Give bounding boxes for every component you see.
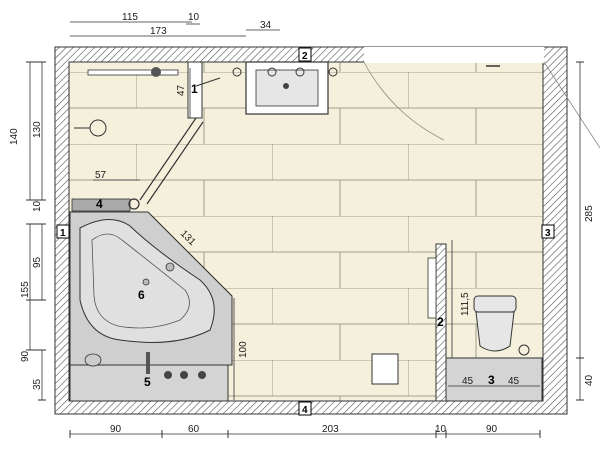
fixture-number-toilet: 3 <box>488 373 495 387</box>
dim-right-40: 40 <box>584 374 595 386</box>
shower-glass-diagonal-inner <box>146 121 204 205</box>
shower-head-arm <box>195 77 221 87</box>
tub-jet <box>142 278 150 286</box>
toilet-ledge <box>445 357 543 402</box>
sink-vanity <box>232 61 500 115</box>
right-partition-wall <box>435 243 447 402</box>
dim-toilet-45-left: 45 <box>462 376 474 387</box>
wall-tag-top: 2 <box>302 51 308 62</box>
bidet-spray <box>518 344 530 356</box>
dim-bottom-90-left: 90 <box>110 424 122 435</box>
fixture-number-bathtub: 6 <box>138 288 145 302</box>
tub-faucet <box>146 352 150 374</box>
dim-left-140: 140 <box>9 128 20 145</box>
dim-bottom-10: 10 <box>435 424 447 435</box>
fixture-number-right-partition: 2 <box>437 315 444 329</box>
sink-drain <box>283 83 289 89</box>
shower-glass-diagonal <box>139 117 197 201</box>
wall-fitting-1 <box>232 67 242 77</box>
dimension-labels: 115 173 10 34 140 130 10 95 155 90 35 28… <box>9 12 595 435</box>
shower-hinge <box>128 198 140 210</box>
shower-fixed-panel <box>187 61 203 119</box>
dim-left-95: 95 <box>32 256 43 268</box>
fixture-numbers: 1 2 3 4 5 6 <box>96 82 495 389</box>
shower-valve <box>151 67 161 77</box>
dimension-lines <box>26 21 584 438</box>
dim-left-35: 35 <box>32 378 43 390</box>
dim-top-115: 115 <box>122 12 138 23</box>
dim-top-173: 173 <box>150 26 167 37</box>
bathtub-inner-contour <box>91 233 190 329</box>
dim-toilet-45-right: 45 <box>508 376 520 387</box>
dim-inner-47: 47 <box>176 84 187 96</box>
tub-control-knob-3 <box>198 371 206 379</box>
dim-top-34: 34 <box>260 20 272 31</box>
floor-drain <box>371 353 399 385</box>
dim-bottom-90-right: 90 <box>486 424 498 435</box>
tub-control-knob-2 <box>180 371 188 379</box>
dim-left-155: 155 <box>20 281 31 298</box>
dim-left-130: 130 <box>32 121 43 138</box>
dim-top-10: 10 <box>188 12 200 23</box>
tub-control-knob-1 <box>164 371 172 379</box>
fixture-number-shower-glass: 1 <box>191 82 198 96</box>
dim-left-10: 10 <box>32 200 43 212</box>
toilet-tank <box>473 295 517 313</box>
wall-tag-left: 1 <box>60 228 66 239</box>
fixture-number-tub-controls: 5 <box>144 375 151 389</box>
door-leaf <box>543 61 600 149</box>
shower-tray <box>71 198 131 212</box>
dim-inner-57: 57 <box>95 170 107 181</box>
wall-fitting-4 <box>328 67 338 77</box>
shower-enclosure <box>74 61 221 210</box>
wall-shelf <box>87 69 179 76</box>
wall-fitting-3 <box>295 67 305 77</box>
toilet-area <box>371 243 543 402</box>
wall-tag-bottom: 4 <box>302 405 308 416</box>
tub-headrest <box>84 353 102 367</box>
wall-fitting-2 <box>267 67 277 77</box>
dim-right-285: 285 <box>584 205 595 222</box>
dim-bottom-203: 203 <box>322 424 339 435</box>
door-opening <box>364 47 544 63</box>
fixture-number-shower-tray: 4 <box>96 197 103 211</box>
wall-tag-right: 3 <box>545 228 551 239</box>
partition-shelf <box>427 257 437 319</box>
dim-inner-100: 100 <box>238 341 249 358</box>
bathtub-area <box>69 198 233 402</box>
dim-inner-111-5: 111,5 <box>460 292 471 316</box>
dim-left-90: 90 <box>20 350 31 362</box>
tub-drain <box>165 262 175 272</box>
door-swing-arc <box>363 61 445 141</box>
wall-tags: 2 3 4 1 <box>56 47 555 416</box>
toilet-bowl <box>475 311 515 352</box>
dim-bottom-60: 60 <box>188 424 200 435</box>
